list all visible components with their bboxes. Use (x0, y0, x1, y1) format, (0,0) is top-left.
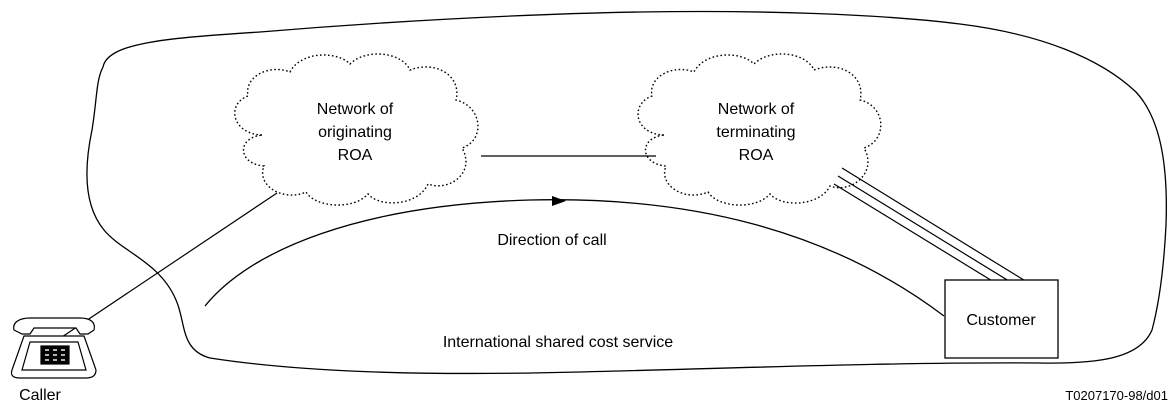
figure-id: T0207170-98/d01 (1065, 388, 1168, 403)
customer-box (944, 279, 1059, 359)
originating-network-line-1: Network of (317, 101, 394, 118)
originating-network-line-2: originating (318, 124, 392, 141)
customer-access-lines (833, 167, 1028, 291)
customer-label: Customer (966, 312, 1036, 329)
service-label: International shared cost service (443, 334, 673, 351)
originating-network-line-3: ROA (338, 147, 373, 164)
direction-of-call-arc (204, 199, 945, 317)
terminating-network-line-1: Network of (718, 101, 795, 118)
telephone-icon (10, 317, 97, 379)
service-boundary (86, 10, 1167, 375)
terminating-network-line-3: ROA (739, 147, 774, 164)
direction-of-call-label: Direction of call (497, 232, 606, 249)
terminating-network-cloud (637, 53, 882, 206)
terminating-network-line-2: terminating (716, 124, 795, 141)
arrowhead-icon (552, 196, 566, 206)
caller-label: Caller (19, 387, 61, 404)
